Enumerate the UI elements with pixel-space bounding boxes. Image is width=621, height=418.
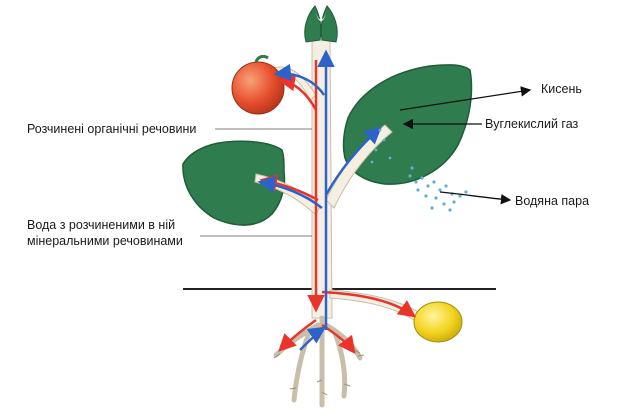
label-water-minerals-line2: мінеральними речовинами [27, 234, 183, 248]
oxygen-arrow [399, 86, 532, 111]
label-organic-substances: Розчинені органічні речовини [27, 122, 197, 136]
label-oxygen: Кисень [541, 82, 582, 96]
top-bud [304, 5, 338, 43]
label-water-minerals-line1: Вода з розчиненими в ній [27, 218, 176, 232]
water-flow [257, 49, 382, 351]
label-co2: Вуглекислий газ [485, 117, 579, 131]
water-vapor-arrow [439, 191, 512, 205]
roots [273, 315, 363, 408]
red-fruit [231, 54, 285, 115]
yellow-storage-organ [413, 301, 463, 343]
water-vapor-dots [370, 128, 468, 212]
label-water-vapor: Водяна пара [515, 194, 590, 208]
left-leaf [182, 140, 286, 226]
